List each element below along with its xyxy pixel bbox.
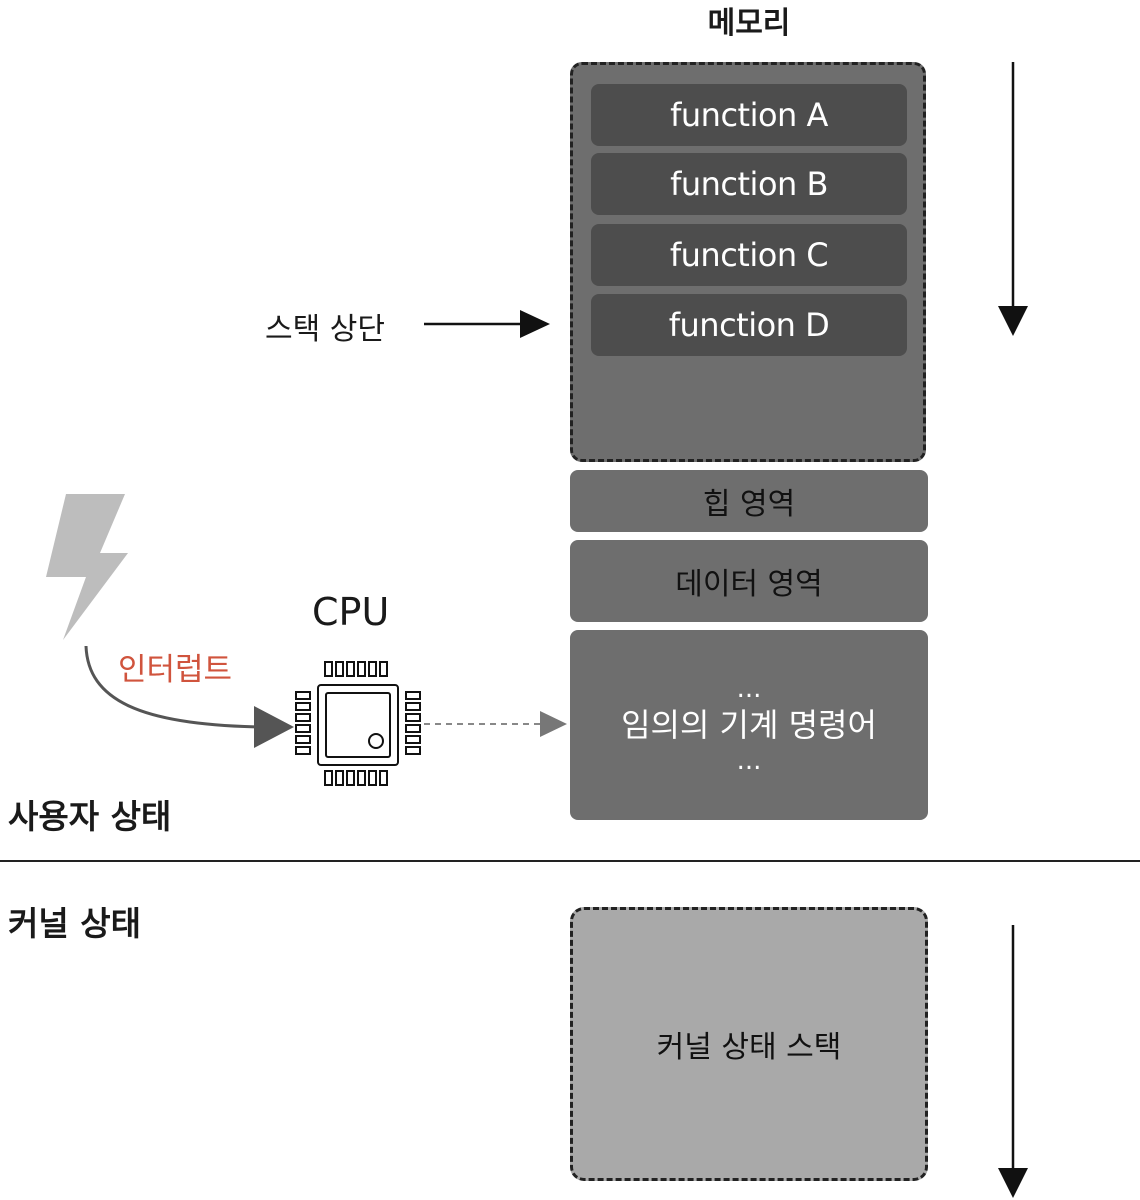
code-ellipsis-top: ... bbox=[736, 674, 762, 704]
code-ellipsis-bottom: ... bbox=[736, 746, 762, 776]
kernel-stack-region: 커널 상태 스택 bbox=[570, 907, 928, 1181]
stack-top-label: 스택 상단 bbox=[265, 312, 385, 347]
code-instruction-label: 임의의 기계 명령어 bbox=[621, 706, 877, 744]
stack-top-arrow-icon bbox=[424, 310, 550, 338]
mode-divider bbox=[0, 860, 1140, 862]
stack-frame-function-c: function C bbox=[591, 224, 907, 286]
cpu-label: CPU bbox=[312, 590, 390, 634]
stack-frame-function-a: function A bbox=[591, 84, 907, 146]
kernel-arrow-down-icon bbox=[998, 925, 1028, 1198]
arrow-down-icon bbox=[998, 62, 1028, 336]
data-segment: 데이터 영역 bbox=[570, 540, 928, 622]
memory-title: 메모리 bbox=[707, 6, 791, 41]
arrow-right-icon bbox=[424, 711, 567, 737]
heap-segment: 힙 영역 bbox=[570, 470, 928, 532]
interrupt-label: 인터럽트 bbox=[118, 652, 233, 688]
code-segment: ... 임의의 기계 명령어 ... bbox=[570, 630, 928, 820]
stack-frame-function-d: function D bbox=[591, 294, 907, 356]
kernel-mode-label: 커널 상태 bbox=[8, 904, 141, 943]
interrupt-arrow-icon bbox=[84, 645, 294, 748]
stack-frame-function-b: function B bbox=[591, 153, 907, 215]
user-mode-label: 사용자 상태 bbox=[8, 797, 172, 836]
cpu-chip-icon bbox=[295, 661, 421, 786]
lightning-icon bbox=[46, 494, 128, 640]
